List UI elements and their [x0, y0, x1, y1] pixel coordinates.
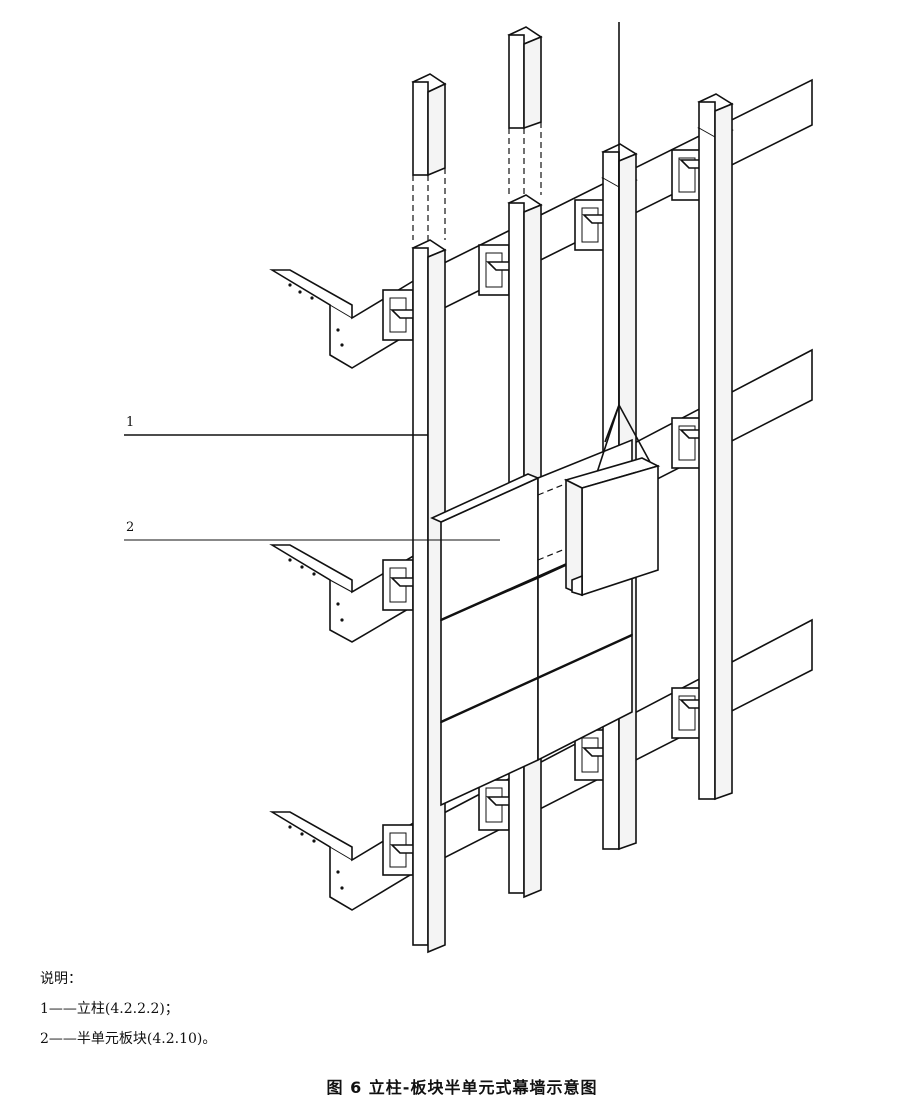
hoisted-panel: [563, 22, 661, 597]
mullion-a: [411, 73, 447, 954]
legend-title: 说明：: [40, 971, 82, 987]
callout-1: 1: [126, 415, 135, 430]
callout-2: 2: [126, 520, 135, 535]
legend-item-1: 1——立柱(4.2.2.2)；: [40, 1001, 179, 1017]
legend-item-2: 2——半单元板块(4.2.10)。: [40, 1031, 217, 1047]
figure-caption: 图 6 立柱-板块半单元式幕墙示意图: [326, 1078, 598, 1097]
curtain-wall-diagram: [124, 22, 813, 954]
mullion-d: [697, 93, 734, 801]
